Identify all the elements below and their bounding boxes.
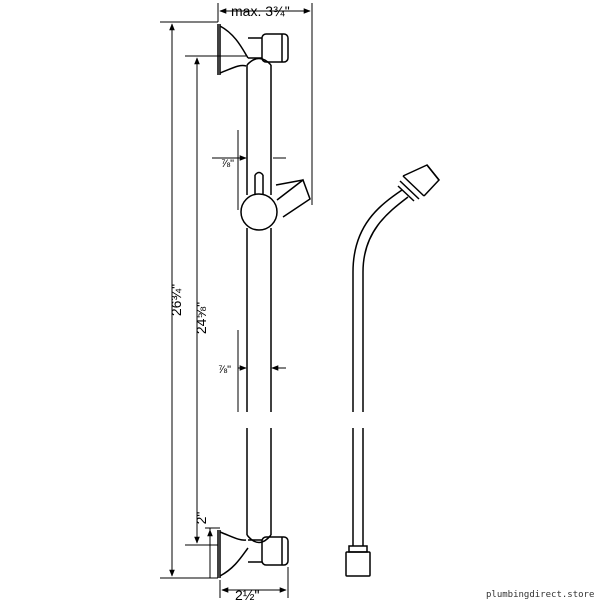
- bottom-wall-bracket: [217, 530, 289, 578]
- slider-holder: [240, 171, 311, 231]
- slide-bar: [246, 57, 272, 544]
- dim-bracket-to-bracket: 24⅝": [193, 302, 209, 334]
- dim-bar-diameter-mid: ⅞": [218, 364, 231, 376]
- watermark-text: plumbingdirect.store: [486, 590, 594, 600]
- dim-bar-diameter-top: ⅞": [221, 158, 234, 170]
- dim-max-projection: max. 3¾": [231, 3, 290, 19]
- dim-bracket-depth: 2½": [235, 587, 259, 600]
- top-wall-bracket: [217, 24, 289, 75]
- dim-overall-height: 26¾": [168, 284, 184, 316]
- shower-hose: [345, 164, 440, 577]
- dim-bracket-height: 2": [193, 512, 209, 525]
